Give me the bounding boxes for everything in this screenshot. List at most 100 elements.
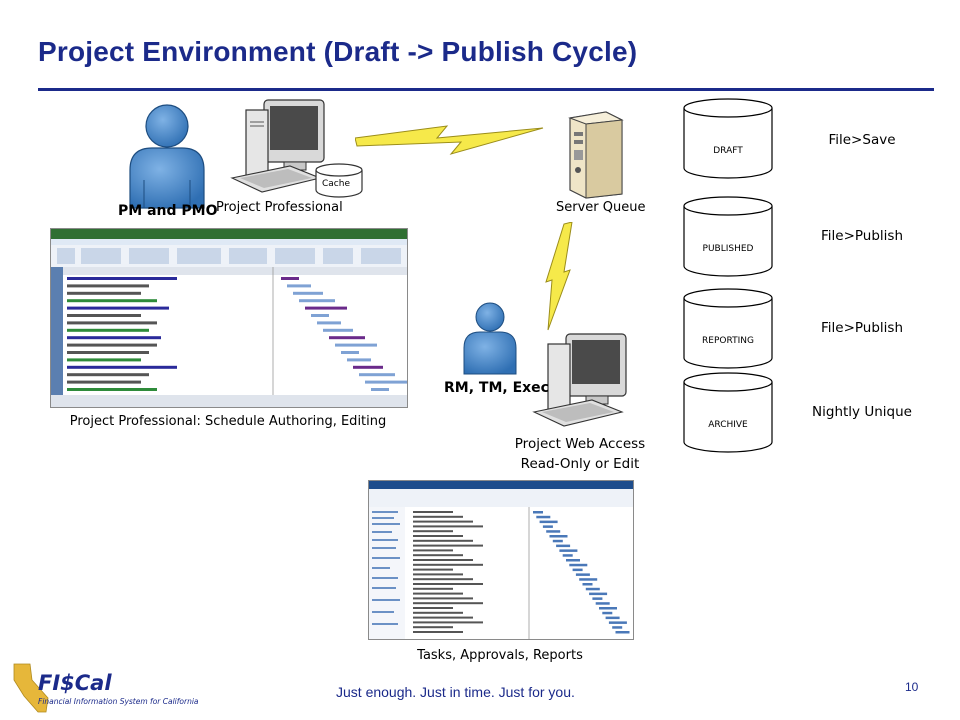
pwa-gantt-bar	[549, 535, 568, 538]
svg-text:Financial Information System f: Financial Information System for Califor…	[38, 697, 199, 706]
gantt-bar	[353, 365, 383, 369]
server-icon	[566, 108, 626, 200]
pm-user-icon	[122, 100, 212, 210]
pwa-task-row	[413, 578, 473, 581]
pwa-gantt-bar	[575, 573, 590, 576]
database-label: PUBLISHED	[702, 244, 754, 254]
pwa-gantt-bar	[599, 607, 617, 610]
pwa-gantt-bar	[605, 616, 620, 620]
pc-icon	[228, 96, 328, 196]
pwa-gantt-bar	[533, 511, 543, 514]
pm-label: PM and PMO	[118, 203, 218, 219]
title-underline	[38, 88, 934, 91]
exec-label: RM, TM, Exec	[444, 380, 549, 396]
pwa-gantt-bar	[582, 583, 593, 586]
schedule-row	[67, 358, 141, 362]
pwa-gantt-bar	[608, 621, 627, 624]
database-action-label: Nightly Unique	[812, 404, 912, 420]
pwa-gantt-bar	[556, 544, 571, 548]
pwa-gantt-bar	[595, 602, 610, 605]
gantt-bar	[299, 299, 335, 303]
pwa-gantt-bar	[539, 520, 558, 524]
pwa-task-row	[413, 587, 453, 590]
database-action-label: File>Save	[828, 132, 896, 148]
pwa-task-row	[413, 573, 463, 576]
pwa-gantt-bar	[615, 631, 630, 634]
schedule-row	[67, 291, 141, 295]
schedule-row	[67, 277, 177, 280]
gantt-bar	[359, 373, 395, 377]
database-label: REPORTING	[702, 336, 754, 346]
database-action-label: File>Publish	[820, 320, 904, 336]
schedule-row	[67, 351, 149, 354]
gantt-bar	[281, 277, 299, 280]
schedule-row	[67, 343, 157, 347]
pwa-gantt-bar	[536, 515, 551, 519]
pwa-task-row	[413, 583, 483, 585]
database-archive: ARCHIVE	[682, 372, 774, 454]
pwa-caption-line2: Read-Only or Edit	[520, 456, 640, 472]
database-published: PUBLISHED	[682, 196, 774, 278]
server-queue-label: Server Queue	[556, 200, 646, 215]
schedule-row	[67, 365, 177, 369]
svg-text:FI$Cal: FI$Cal	[38, 671, 112, 695]
pwa-screenshot	[368, 480, 634, 640]
pwa-task-row	[413, 515, 463, 518]
page-number: 10	[905, 680, 919, 694]
pwa-gantt-bar	[602, 611, 613, 615]
project-professional-screenshot	[50, 228, 408, 408]
schedule-row	[67, 306, 169, 310]
pwa-gantt-bar	[589, 592, 608, 596]
database-draft: DRAFT	[682, 98, 774, 180]
pwa-task-row	[413, 607, 453, 609]
pwa-task-row	[413, 626, 453, 629]
fiscal-logo: FI$Cal Financial Information System for …	[8, 660, 208, 716]
schedule-row	[67, 336, 161, 340]
pwa-gantt-bar	[585, 587, 600, 591]
schedule-row	[67, 284, 149, 288]
schedule-row	[67, 321, 157, 325]
pwa-caption-line1: Project Web Access	[514, 436, 646, 452]
pwa-gantt-bar	[592, 597, 603, 600]
database-label: ARCHIVE	[708, 420, 748, 430]
gantt-bar	[341, 351, 359, 354]
gantt-bar	[311, 314, 329, 317]
gantt-bar	[371, 388, 389, 391]
gantt-bar	[293, 291, 323, 295]
slide-title: Project Environment (Draft -> Publish Cy…	[38, 36, 638, 67]
schedule-row	[67, 388, 157, 391]
pwa-gantt-bar	[566, 559, 580, 562]
pwa-gantt-bar	[546, 530, 561, 533]
pwa-task-row	[413, 520, 473, 523]
pwa-gantt-bar	[572, 568, 583, 572]
gantt-bar	[365, 380, 407, 384]
pwa-task-row	[413, 539, 473, 542]
database-action-label: File>Publish	[820, 228, 904, 244]
pwa-task-row	[413, 616, 473, 619]
database-reporting: REPORTING	[682, 288, 774, 370]
pwa-task-row	[413, 602, 483, 605]
database-label: DRAFT	[713, 146, 743, 156]
gantt-bar	[305, 306, 347, 310]
cache-icon	[314, 162, 364, 198]
pwa-task-row	[413, 592, 463, 595]
cache-label: Cache	[322, 179, 350, 189]
gantt-bar	[329, 336, 365, 340]
pwa-task-row	[413, 559, 473, 561]
pwa-task-row	[413, 631, 463, 633]
pwa-task-row	[413, 511, 453, 513]
pwa-task-row	[413, 563, 483, 566]
pwa-task-row	[413, 535, 463, 537]
gantt-bar	[317, 321, 341, 325]
schedule-row	[67, 299, 157, 303]
tasks-caption: Tasks, Approvals, Reports	[417, 648, 583, 663]
pwa-task-row	[413, 611, 463, 614]
schedule-row	[67, 328, 149, 332]
schedule-caption: Project Professional: Schedule Authoring…	[69, 414, 387, 429]
pwa-task-row	[413, 549, 453, 552]
pwa-caption: Project Web Access Read-Only or Edit	[500, 434, 660, 474]
gantt-bar	[335, 343, 377, 347]
pwa-gantt-bar	[569, 563, 588, 567]
schedule-row	[67, 314, 141, 317]
schedule-row	[67, 380, 141, 384]
